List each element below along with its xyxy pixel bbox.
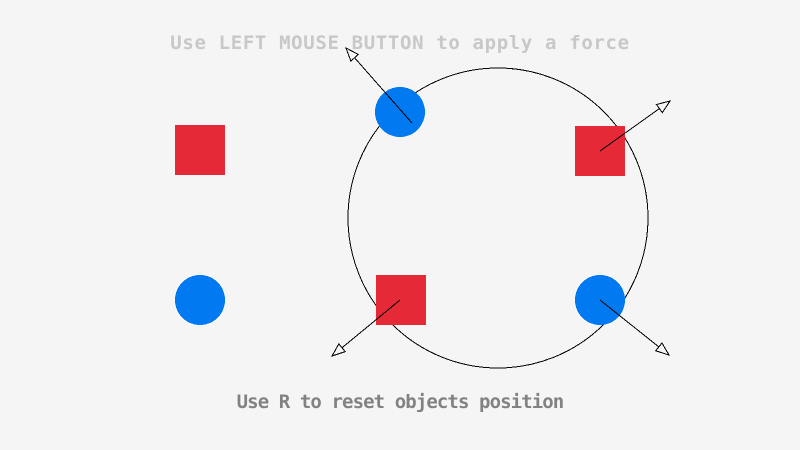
force-arrow-bottom-left-line bbox=[341, 299, 401, 349]
blue-ball-top[interactable] bbox=[375, 87, 425, 137]
force-arrow-top-right-head bbox=[655, 100, 672, 114]
force-arrow-bottom-left-head bbox=[330, 342, 347, 357]
red-box-top-left[interactable] bbox=[175, 125, 225, 175]
force-arrow-top-left-head bbox=[345, 46, 360, 62]
instruction-top: Use LEFT MOUSE BUTTON to apply a force bbox=[170, 32, 630, 54]
force-arrow-top-left-line bbox=[354, 57, 413, 124]
instruction-bottom: Use R to reset objects position bbox=[236, 391, 565, 413]
force-arrow-top-right-line bbox=[599, 108, 660, 152]
blue-ball-bottom-left[interactable] bbox=[175, 275, 225, 325]
force-arrow-bottom-right-line bbox=[599, 299, 660, 348]
red-box-bottom-center[interactable] bbox=[376, 275, 426, 325]
boundary-circle bbox=[347, 67, 649, 369]
force-arrow-bottom-right-head bbox=[654, 342, 671, 356]
